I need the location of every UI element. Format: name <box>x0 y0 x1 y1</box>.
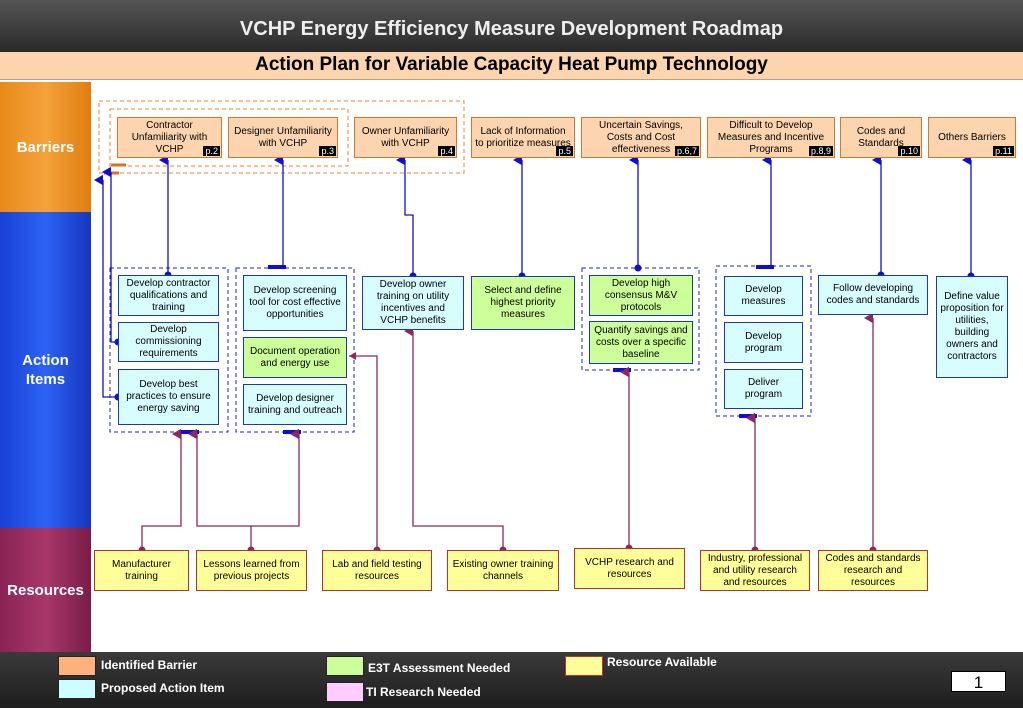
action-mv-protocols: Develop high consensus M&V protocols <box>589 275 693 316</box>
action-value-proposition: Define value proposition for utilities, … <box>936 276 1008 378</box>
legend-label-resource: Resource Available <box>607 655 717 669</box>
band-barriers: Barriers <box>0 82 91 212</box>
action-deliver-program: Deliver program <box>724 369 803 409</box>
subtitle-bar: Action Plan for Variable Capacity Heat P… <box>0 52 1023 80</box>
page-ref-tag: p.5 <box>556 146 573 156</box>
band-resources: Resources <box>0 528 91 652</box>
page-ref-tag: p.4 <box>438 146 455 156</box>
action-designer-training: Develop designer training and outreach <box>243 384 347 425</box>
band-actions-label-2: Items <box>25 371 66 388</box>
footer-legend <box>0 652 1023 708</box>
action-document-operation: Document operation and energy use <box>243 337 347 378</box>
page-subtitle: Action Plan for Variable Capacity Heat P… <box>255 54 768 75</box>
page-ref-tag: p.6,7 <box>674 146 699 156</box>
barrier-lack-information: Lack of Information to prioritize measur… <box>471 117 575 158</box>
legend-label-ti: TI Research Needed <box>366 685 481 699</box>
action-commissioning: Develop commissioning requirements <box>118 322 219 362</box>
legend-label-e3t: E3T Assessment Needed <box>368 661 511 675</box>
legend-label-action: Proposed Action Item <box>101 681 225 695</box>
resource-owner-training-channels: Existing owner training channels <box>447 550 559 591</box>
page-ref-tag: p.3 <box>319 146 336 156</box>
legend-swatch-e3t <box>326 656 364 676</box>
page-number: 1 <box>951 671 1006 692</box>
page-title: VCHP Energy Efficiency Measure Developme… <box>239 18 784 40</box>
band-actions-label-1: Action <box>22 352 69 369</box>
legend-swatch-barrier <box>58 656 96 676</box>
band-barriers-label: Barriers <box>16 138 75 156</box>
legend-swatch-action <box>58 679 96 699</box>
legend-swatch-ti <box>326 682 364 702</box>
resource-manufacturer-training: Manufacturer training <box>94 550 189 591</box>
action-develop-measures: Develop measures <box>724 276 803 316</box>
dashed-groups <box>98 100 812 433</box>
page-ref-tag: p.8,9 <box>808 146 833 156</box>
resource-vchp-research: VCHP research and resources <box>574 548 685 589</box>
barrier-uncertain-savings: Uncertain Savings, Costs and Cost effect… <box>581 117 701 158</box>
page-ref-tag: p.11 <box>993 146 1014 156</box>
resource-codes-research: Codes and standards research and resourc… <box>818 550 928 591</box>
action-best-practices: Develop best practices to ensure energy … <box>118 369 219 425</box>
band-resources-label: Resources <box>7 581 84 599</box>
action-follow-codes: Follow developing codes and standards <box>818 275 928 315</box>
action-develop-program: Develop program <box>724 322 803 363</box>
action-contractor-qualifications: Develop contractor qualifications and tr… <box>118 275 219 316</box>
legend-swatch-resource <box>565 656 603 676</box>
barrier-develop-measures: Difficult to Develop Measures and Incent… <box>707 117 835 158</box>
legend-label-barrier: Identified Barrier <box>101 658 198 672</box>
action-owner-training: Develop owner training on utility incent… <box>362 276 464 330</box>
action-select-measures: Select and define highest priority measu… <box>471 276 575 330</box>
resource-lab-field-testing: Lab and field testing resources <box>322 550 432 591</box>
action-screening-tool: Develop screening tool for cost effectiv… <box>243 275 347 331</box>
action-quantify-savings: Quantify savings and costs over a specif… <box>589 321 693 364</box>
page-ref-tag: p.10 <box>898 146 920 156</box>
title-bar: VCHP Energy Efficiency Measure Developme… <box>0 0 1023 52</box>
page-ref-tag: p.2 <box>203 146 220 156</box>
resource-lessons-learned: Lessons learned from previous projects <box>196 550 307 591</box>
resource-industry-research: Industry, professional and utility resea… <box>700 550 810 591</box>
